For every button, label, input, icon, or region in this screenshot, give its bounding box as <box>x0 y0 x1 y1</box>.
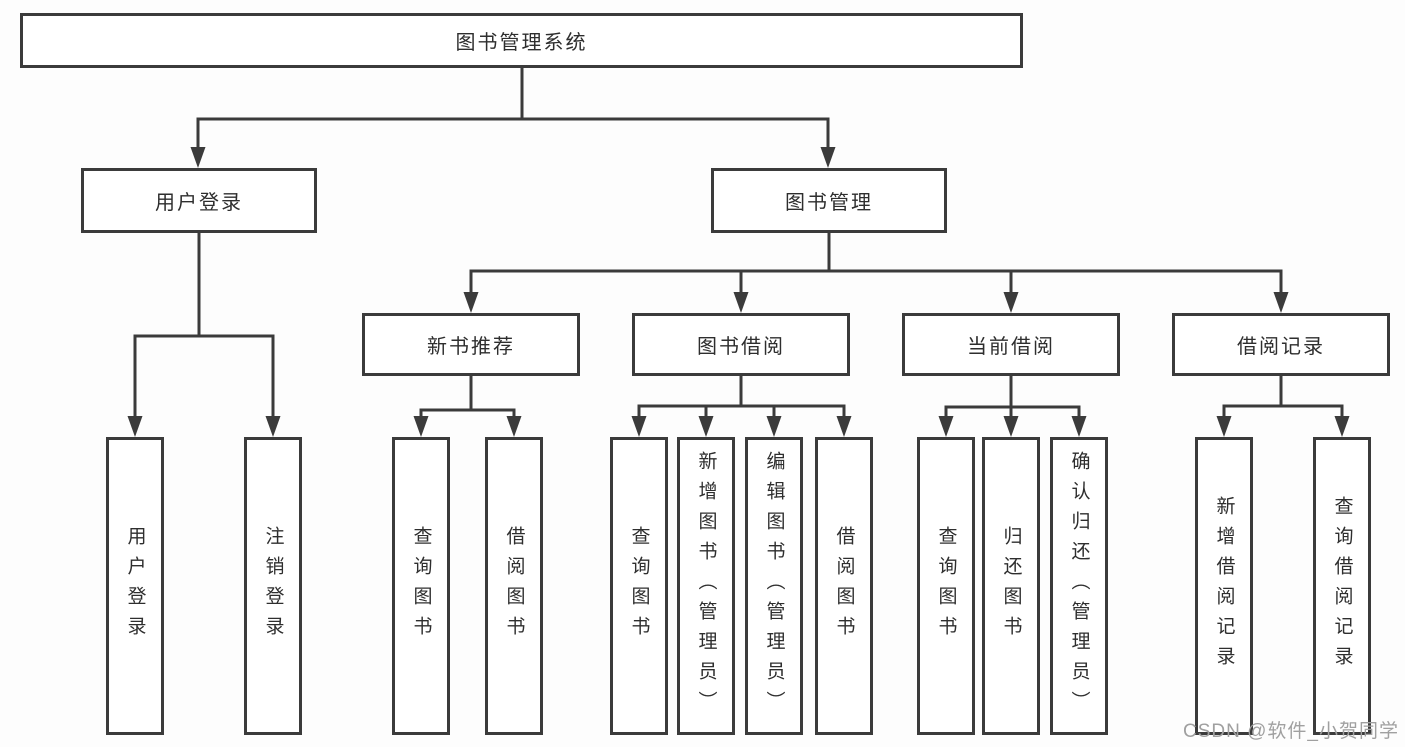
leaf-search-books-borrow: 查询图书 <box>610 437 668 735</box>
leaf-label: 用户登录 <box>124 526 146 646</box>
leaf-add-books-admin: 新增图书（管理员） <box>677 437 735 735</box>
leaf-label: 查询图书 <box>935 526 957 646</box>
leaf-label: 归还图书 <box>1000 526 1022 646</box>
leaf-label: 新增图书（管理员） <box>695 451 717 721</box>
node-current-borrow: 当前借阅 <box>902 313 1120 376</box>
leaf-label: 借阅图书 <box>503 526 525 646</box>
leaf-search-books-recommend: 查询图书 <box>392 437 450 735</box>
leaf-return-books: 归还图书 <box>982 437 1040 735</box>
leaf-user-login: 用户登录 <box>106 437 164 735</box>
leaf-label: 注销登录 <box>262 526 284 646</box>
leaf-label: 查询图书 <box>628 526 650 646</box>
leaf-add-borrow-record: 新增借阅记录 <box>1195 437 1253 735</box>
leaf-label: 编辑图书（管理员） <box>763 451 785 721</box>
leaf-search-books-current: 查询图书 <box>917 437 975 735</box>
node-user-login: 用户登录 <box>81 168 317 233</box>
leaf-edit-books-admin: 编辑图书（管理员） <box>745 437 803 735</box>
leaf-borrow-books-recommend: 借阅图书 <box>485 437 543 735</box>
node-borrow-records: 借阅记录 <box>1172 313 1390 376</box>
leaf-label: 查询图书 <box>410 526 432 646</box>
leaf-search-borrow-record: 查询借阅记录 <box>1313 437 1371 735</box>
node-root-library-management-system: 图书管理系统 <box>20 13 1023 68</box>
leaf-logout: 注销登录 <box>244 437 302 735</box>
leaf-label: 确认归还（管理员） <box>1068 451 1090 721</box>
node-book-borrow: 图书借阅 <box>632 313 850 376</box>
leaf-confirm-return-admin: 确认归还（管理员） <box>1050 437 1108 735</box>
node-book-management: 图书管理 <box>711 168 947 233</box>
leaf-borrow-books: 借阅图书 <box>815 437 873 735</box>
leaf-label: 新增借阅记录 <box>1213 496 1235 676</box>
leaf-label: 查询借阅记录 <box>1331 496 1353 676</box>
node-new-book-recommend: 新书推荐 <box>362 313 580 376</box>
leaf-label: 借阅图书 <box>833 526 855 646</box>
